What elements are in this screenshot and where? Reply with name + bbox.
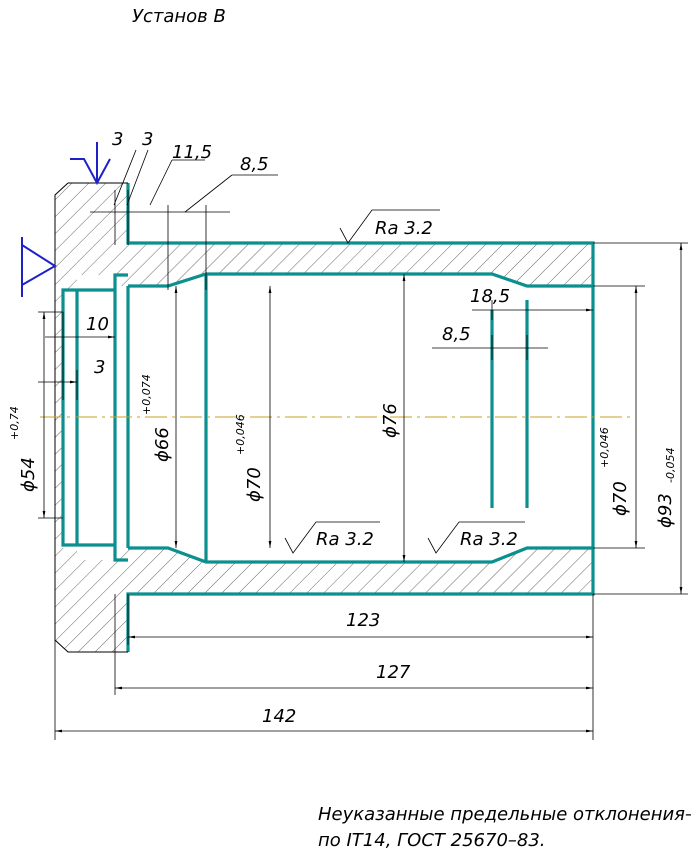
dim-phi70-right: ϕ70 [610,481,631,516]
roughness-bottom-right [427,521,525,554]
roughness-top-label: Ra 3.2 [375,218,433,239]
datum-symbol-left [21,237,57,297]
dim-3-left: 3 [112,129,123,150]
dim-142: 142 [262,706,296,727]
dim-phi76: ϕ76 [380,403,401,438]
dim-3-bottom: 3 [94,357,105,378]
right-dimensions [432,300,593,360]
dim-phi70-right-line [593,285,645,549]
dim-phi66-tol: +0,074 [140,374,153,415]
roughness-bottom-right-label: Ra 3.2 [460,529,518,550]
datum-symbol-top [70,142,111,186]
dim-10: 10 [86,314,109,335]
left-dimensions [38,312,115,400]
dim-phi66: ϕ66 [152,427,173,462]
dim-phi93: ϕ93 [655,493,676,528]
dim-11-5: 11,5 [172,142,212,163]
roughness-bottom-left [284,521,380,554]
dim-phi70-left: ϕ70 [244,467,265,502]
dim-8-5-right: 8,5 [442,324,471,345]
dim-18-5: 18,5 [470,286,510,307]
dim-127: 127 [376,662,411,683]
roughness-bottom-left-label: Ra 3.2 [316,529,374,550]
dim-phi93-line [593,242,688,595]
note-line-1: Неуказанные предельные отклонения– [318,804,691,825]
roughness-top [339,209,440,244]
dim-3-right: 3 [142,129,153,150]
dim-phi70-left-tol: +0,046 [234,414,247,455]
note-line-2: по IT14, ГОСТ 25670–83. [318,830,546,851]
top-dimensions [90,149,278,290]
bottom-dimensions [54,594,594,740]
dim-123: 123 [346,610,380,631]
dim-phi70-right-tol: +0,046 [598,427,611,468]
dim-phi54-tol: +0,74 [8,406,21,440]
section-hatching [55,183,593,652]
dim-phi93-tol: -0,054 [664,448,677,483]
dim-8-5-top: 8,5 [240,154,269,175]
dim-phi54: ϕ54 [18,457,39,492]
setup-title: Установ В [132,6,226,27]
dim-phi54-line [38,311,63,519]
